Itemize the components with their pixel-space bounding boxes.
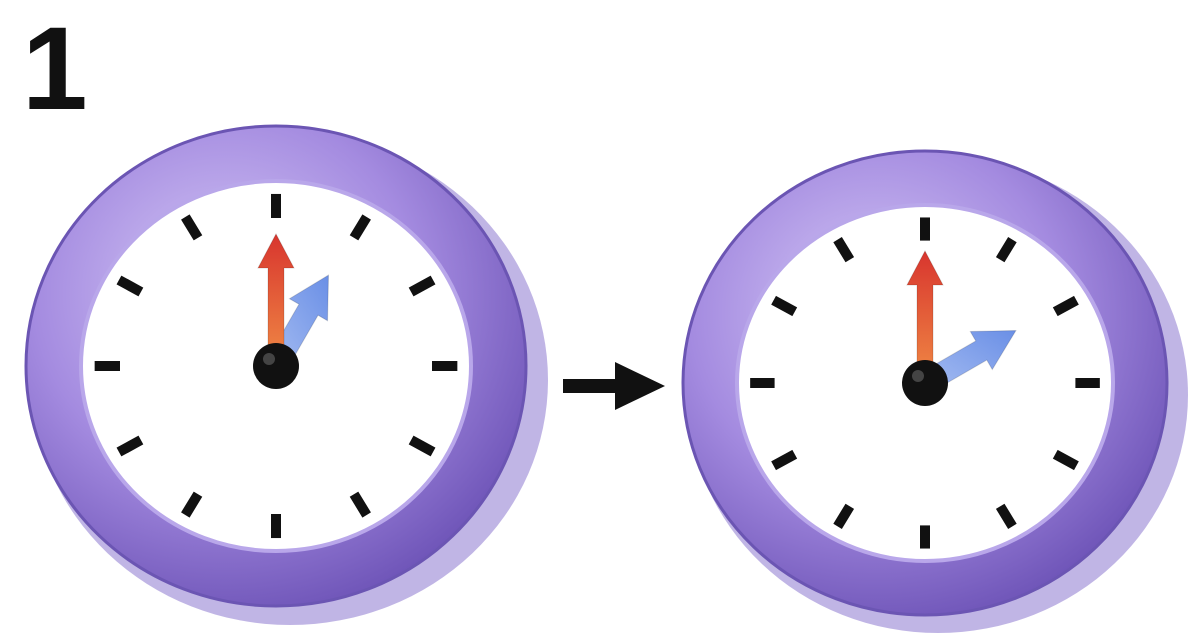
right-arrow-icon <box>563 362 665 410</box>
clock-hub-highlight <box>263 353 275 365</box>
clock-hub-highlight <box>912 370 924 382</box>
clock-hub <box>253 343 299 389</box>
clock-after <box>683 151 1188 633</box>
clock-hub <box>902 360 948 406</box>
clock-before <box>26 126 548 625</box>
